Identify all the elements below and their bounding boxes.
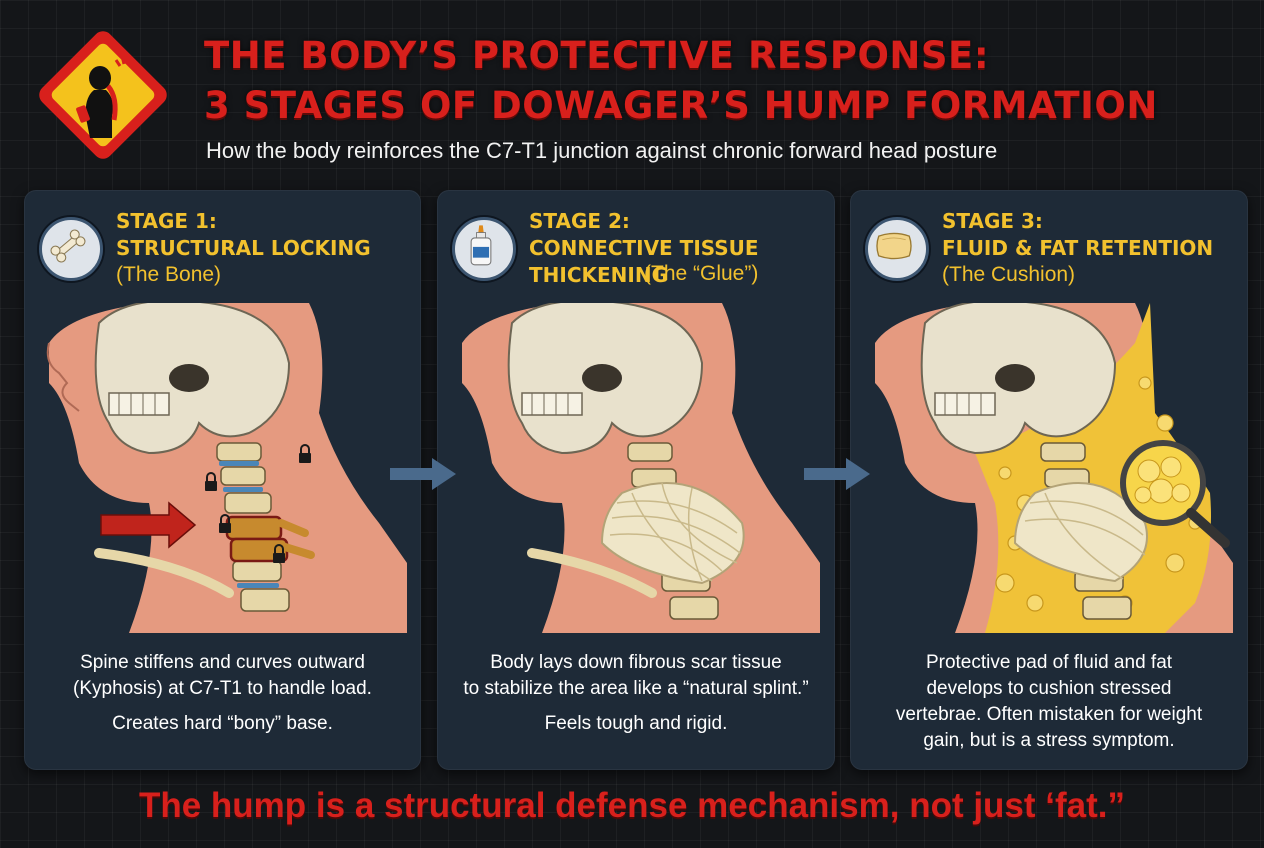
- glue-bottle-icon: [470, 225, 492, 266]
- stage-2-to-3-arrow-icon: [804, 458, 870, 490]
- page-subtitle: How the body reinforces the C7-T1 juncti…: [206, 138, 998, 163]
- cushion-icon: [876, 232, 912, 260]
- stage-2-description-line-2: to stabilize the area like a “natural sp…: [463, 678, 809, 699]
- stage-1-card: STAGE 1: STRUCTURAL LOCKING (The Bone): [24, 190, 421, 770]
- stage-1-heading-1: STAGE 1:: [116, 209, 217, 233]
- stage-3-description-line-1: Protective pad of fluid and fat: [925, 652, 1173, 673]
- stage-2-description-line-1: Body lays down fibrous scar tissue: [490, 652, 782, 673]
- stage-2-badge: [452, 217, 516, 281]
- stage-1-badge: [39, 217, 103, 281]
- stage-3-description-line-4: gain, but is a stress symptom.: [923, 730, 1175, 751]
- footer-conclusion: The hump is a structural defense mechani…: [138, 786, 1126, 825]
- page-title-line-2: 3 STAGES OF DOWAGER’S HUMP FORMATION: [204, 84, 1158, 127]
- stage-2-heading-2: CONNECTIVE TISSUE: [529, 236, 759, 260]
- stage-3-badge: [865, 217, 929, 281]
- page-title-line-1: THE BODY’S PROTECTIVE RESPONSE:: [204, 34, 990, 77]
- stage-3-subheading: (The Cushion): [942, 263, 1076, 286]
- stage-2-subheading: (The “Glue”): [644, 262, 759, 285]
- bone-icon: [50, 229, 86, 263]
- stage-1-spine-illustration: [46, 303, 407, 633]
- stage-1-subheading: (The Bone): [116, 263, 222, 286]
- stage-2-heading-3: THICKENING: [529, 263, 668, 287]
- stage-3-description-line-2: develops to cushion stressed: [926, 678, 1172, 699]
- stage-3-heading-2: FLUID & FAT RETENTION: [942, 236, 1214, 260]
- stage-3-heading-1: STAGE 3:: [942, 209, 1043, 233]
- stage-1-heading-2: STRUCTURAL LOCKING: [116, 236, 371, 260]
- stage-1-note: Creates hard “bony” base.: [112, 713, 333, 734]
- stage-2-note: Feels tough and rigid.: [544, 713, 728, 734]
- stage-3-spine-illustration: [875, 303, 1233, 633]
- stage-1-to-2-arrow-icon: [390, 458, 456, 490]
- stage-2-card: STAGE 2: CONNECTIVE TISSUE THICKENING (T…: [437, 190, 835, 770]
- stage-3-card: STAGE 3: FLUID & FAT RETENTION (The Cush…: [850, 190, 1248, 770]
- stage-1-description-line-2: (Kyphosis) at C7-T1 to handle load.: [73, 678, 372, 699]
- stage-2-heading-1: STAGE 2:: [529, 209, 630, 233]
- stage-3-description-line-3: vertebrae. Often mistaken for weight: [895, 704, 1203, 725]
- stage-1-description-line-1: Spine stiffens and curves outward: [80, 652, 365, 673]
- stage-2-spine-illustration: [462, 303, 820, 633]
- warning-posture-icon: [39, 31, 167, 159]
